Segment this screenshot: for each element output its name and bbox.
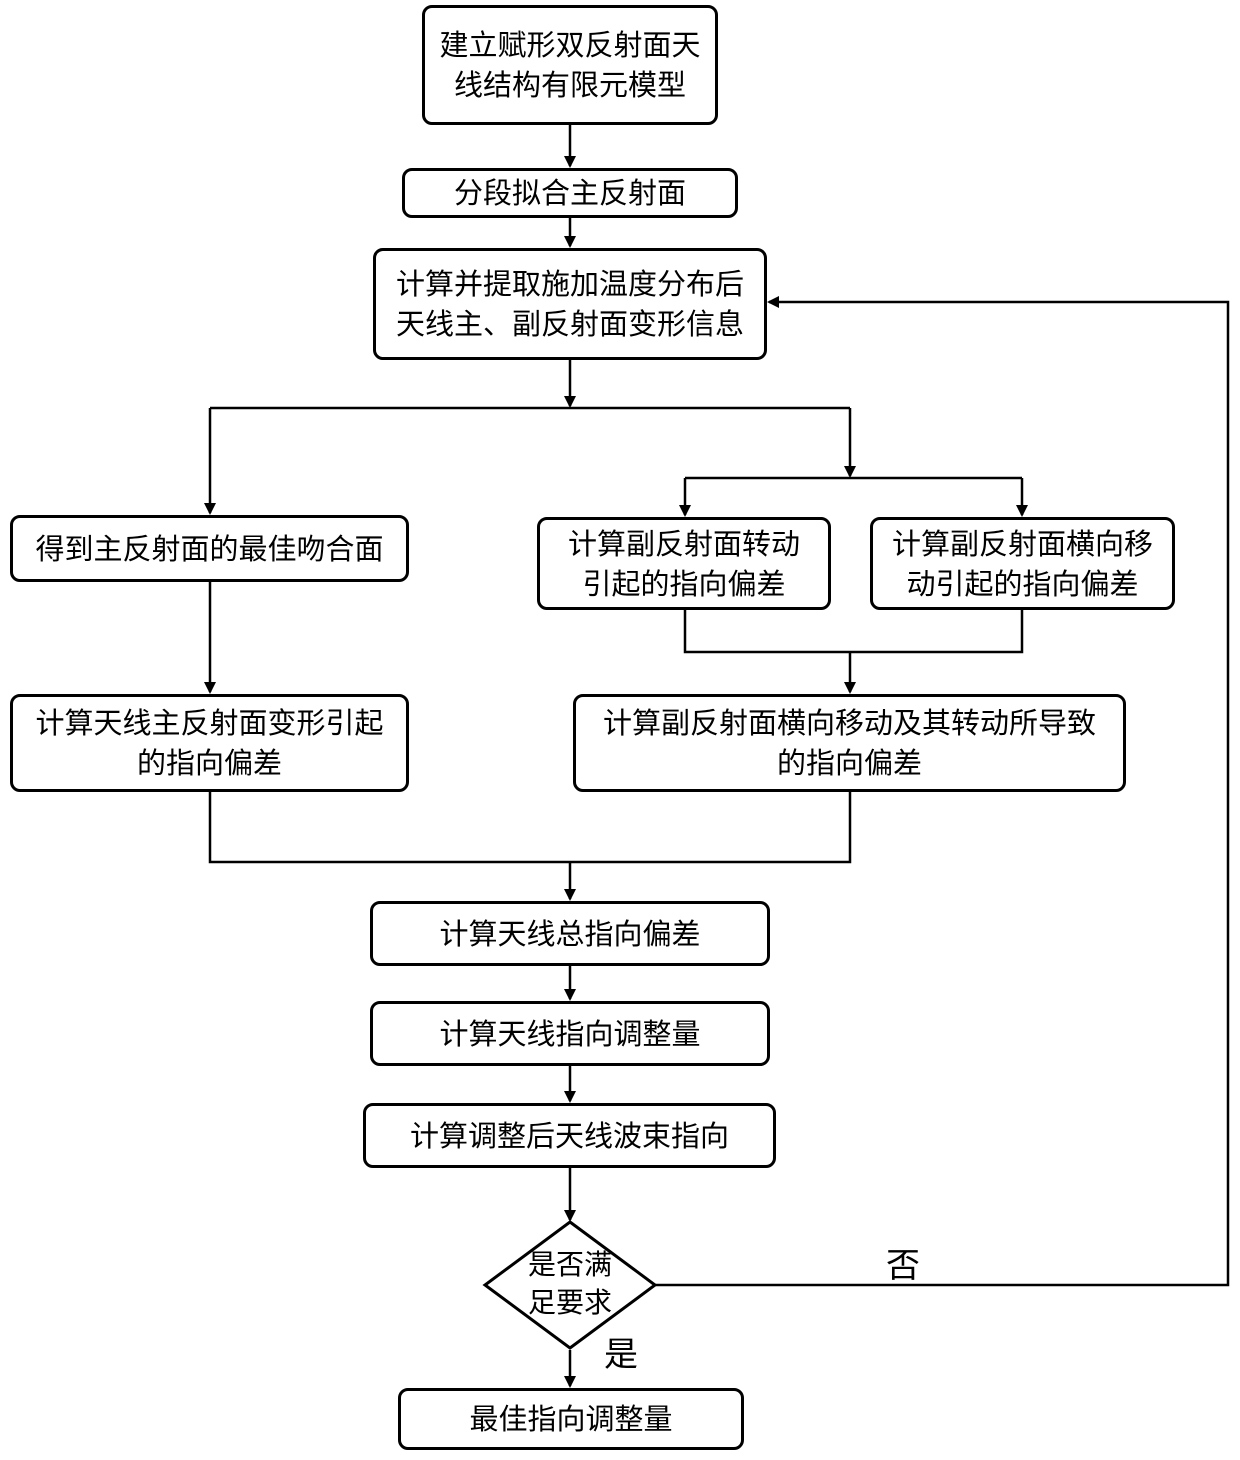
node-text: 计算副反射面转动	[567, 526, 800, 561]
node-subreflector-combined-error: 计算副反射面横向移动及其转动所导致的指向偏差	[573, 694, 1126, 792]
node-text: 计算天线主反射面变形引起	[35, 706, 384, 740]
decision-text: 是否满	[527, 1248, 612, 1281]
node-text: 线结构有限元模型	[453, 68, 686, 102]
node-text: 引起的指向偏差	[582, 566, 786, 601]
arrow-decision-n3-feedback	[655, 296, 1230, 1287]
node-text: 计算副反射面横向移动及其转动所导致	[602, 706, 1096, 740]
node-text: 计算并提取施加温度分布后	[395, 267, 744, 301]
decision-diamond	[482, 1220, 658, 1350]
node-total-pointing-error: 计算天线总指向偏差	[370, 901, 770, 966]
node-text: 计算调整后天线波束指向	[409, 1118, 729, 1153]
node-adjusted-beam-pointing: 计算调整后天线波束指向	[363, 1103, 776, 1168]
node-subreflector-rotation-error: 计算副反射面转动引起的指向偏差	[537, 517, 831, 610]
node-text: 动引起的指向偏差	[906, 566, 1139, 601]
decision-label: 是否满足要求	[500, 1246, 640, 1322]
node-text: 分段拟合主反射面	[453, 176, 686, 210]
merge-n7-n8	[208, 792, 852, 864]
node-pointing-adjustment: 计算天线指向调整量	[370, 1001, 770, 1066]
decision-text: 足要求	[527, 1286, 612, 1319]
node-text: 计算天线总指向偏差	[439, 916, 701, 951]
node-text: 的指向偏差	[776, 746, 922, 780]
node-text: 最佳指向调整量	[469, 1402, 673, 1436]
node-text: 建立赋形双反射面天	[439, 28, 701, 62]
node-text: 得到主反射面的最佳吻合面	[35, 531, 384, 566]
node-fit-main-reflector: 分段拟合主反射面	[402, 168, 738, 218]
node-build-fem-model: 建立赋形双反射面天线结构有限元模型	[422, 5, 718, 125]
node-text: 天线主、副反射面变形信息	[395, 307, 744, 341]
node-compute-deformation: 计算并提取施加温度分布后天线主、副反射面变形信息	[373, 248, 767, 360]
node-optimal-adjustment: 最佳指向调整量	[398, 1388, 744, 1450]
node-main-deformation-error: 计算天线主反射面变形引起的指向偏差	[10, 694, 409, 792]
edge-label-no: 否	[886, 1246, 920, 1286]
node-text: 的指向偏差	[136, 746, 282, 780]
merge-n5-n6	[683, 610, 1024, 654]
node-best-fit-surface: 得到主反射面的最佳吻合面	[10, 515, 409, 582]
node-subreflector-lateral-error: 计算副反射面横向移动引起的指向偏差	[870, 517, 1175, 610]
edge-label-yes: 是	[604, 1335, 638, 1375]
node-text: 计算副反射面横向移	[891, 526, 1153, 561]
node-text: 计算天线指向调整量	[439, 1016, 701, 1051]
